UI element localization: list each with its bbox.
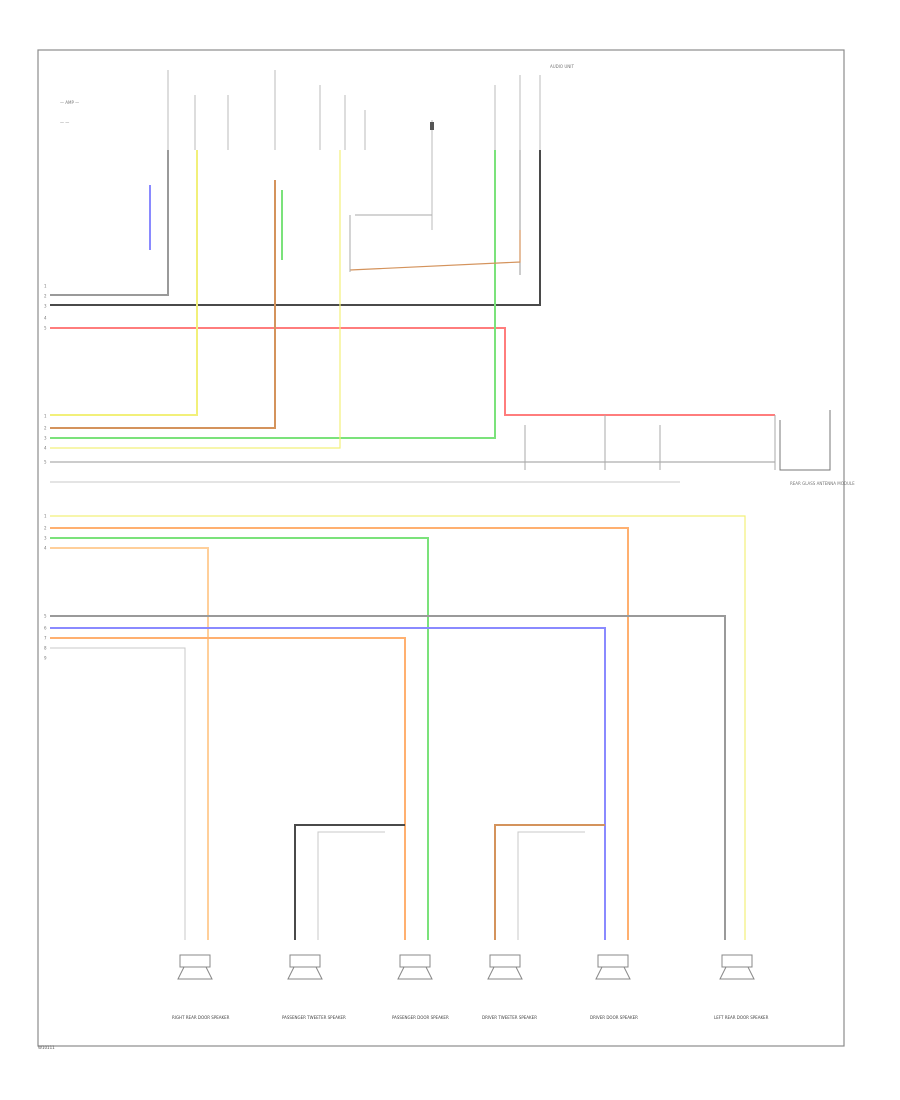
speaker-right-rear-door: RIGHT REAR DOOR SPEAKER: [172, 954, 230, 1020]
terminal-number: 2: [44, 294, 47, 299]
terminal-number: 7: [44, 636, 47, 641]
terminal-number: 1: [44, 514, 47, 519]
footer-code: W10111: [38, 1045, 55, 1050]
terminal-number: 8: [44, 646, 47, 651]
legend-item-1: — AMP —: [60, 100, 79, 105]
terminal-number: 4: [44, 446, 47, 451]
diagram-frame: [37, 49, 845, 1047]
lower-wiring: [50, 515, 746, 940]
speaker-driver-tweeter: DRIVER TWEETER SPEAKER: [482, 954, 537, 1020]
terminal-number: 2: [44, 426, 47, 431]
terminal-number: 2: [44, 526, 47, 531]
terminal-number: 5: [44, 614, 47, 619]
speaker-passenger-tweeter: PASSENGER TWEETER SPEAKER: [282, 954, 346, 1020]
terminal-number: 3: [44, 304, 47, 309]
speaker-label: RIGHT REAR DOOR SPEAKER: [172, 1015, 230, 1020]
speaker-label: LEFT REAR DOOR SPEAKER: [714, 1015, 769, 1020]
speaker-label: PASSENGER TWEETER SPEAKER: [282, 1015, 346, 1020]
terminal-number: 1: [44, 284, 47, 289]
right-side-module: REAR GLASS ANTENNA MODULE: [779, 410, 855, 486]
legend-item-2: — —: [60, 120, 69, 125]
terminal-number: 3: [44, 536, 47, 541]
terminal-number: 4: [44, 546, 47, 551]
terminal-number: 4: [44, 316, 47, 321]
speaker-left-rear-door: LEFT REAR DOOR SPEAKER: [714, 954, 769, 1020]
terminal-number: 9: [44, 656, 47, 661]
top-connector-pins: [167, 70, 541, 230]
connector-label: AUDIO UNIT: [550, 64, 574, 69]
speaker-label: PASSENGER DOOR SPEAKER: [392, 1015, 449, 1020]
speaker-label: DRIVER DOOR SPEAKER: [590, 1015, 638, 1020]
speaker-passenger-door: PASSENGER DOOR SPEAKER: [392, 954, 449, 1020]
ground-block: [430, 122, 434, 130]
legend: — AMP — — —: [60, 100, 79, 125]
speaker-driver-door: DRIVER DOOR SPEAKER: [590, 954, 638, 1020]
upper-wiring: [50, 150, 776, 483]
terminal-number: 6: [44, 626, 47, 631]
right-side-module-label: REAR GLASS ANTENNA MODULE: [790, 481, 855, 486]
terminal-number: 5: [44, 460, 47, 465]
terminal-number: 5: [44, 326, 47, 331]
terminal-number: 3: [44, 436, 47, 441]
speaker-label: DRIVER TWEETER SPEAKER: [482, 1015, 537, 1020]
terminal-number: 1: [44, 414, 47, 419]
